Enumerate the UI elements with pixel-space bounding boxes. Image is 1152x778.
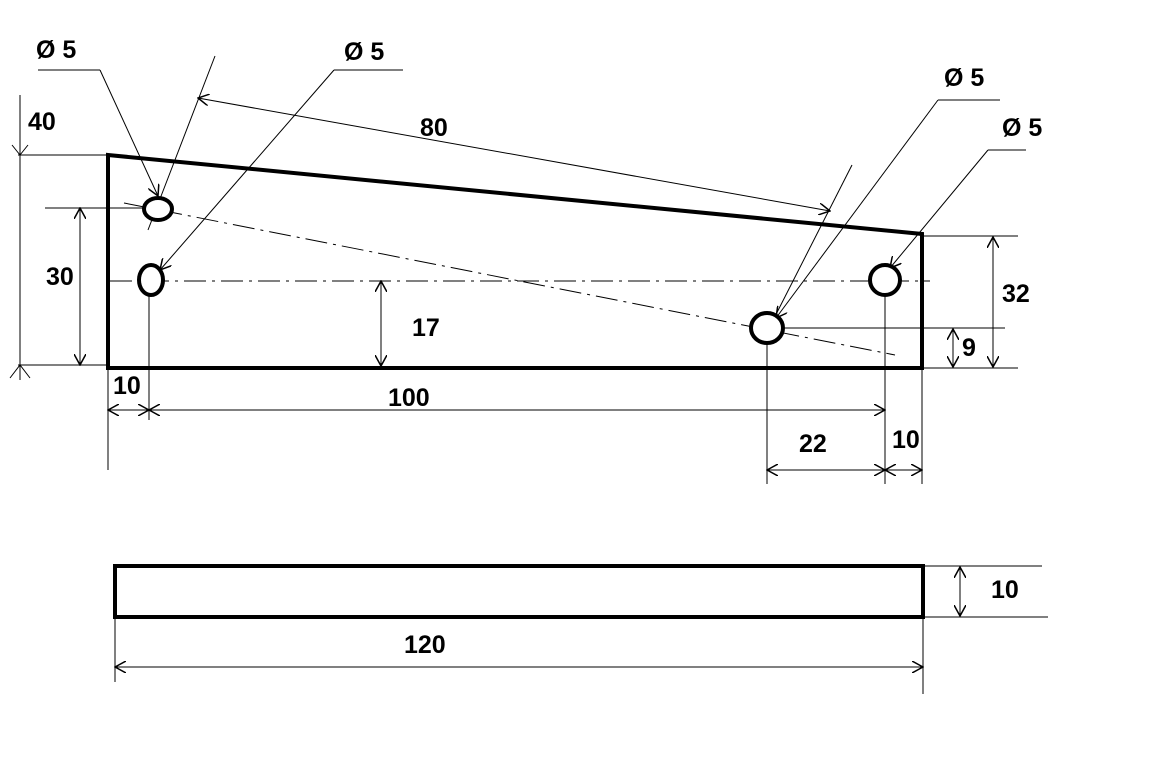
leader-hole2-diag [160, 69, 335, 270]
dim-label-22: 22 [799, 430, 827, 458]
hole-1 [142, 196, 174, 222]
dim-label-120: 120 [404, 631, 446, 659]
dim-label-thickness: 10 [991, 576, 1019, 604]
hole4-callout: Ø 5 [944, 64, 984, 92]
dim-label-100: 100 [388, 384, 430, 412]
side-view: 10 120 [113, 564, 1048, 694]
hole-3 [868, 263, 902, 297]
hole1-callout: Ø 5 [36, 36, 76, 64]
dim-label-40: 40 [28, 108, 56, 136]
hole-4 [749, 311, 785, 345]
part-outline [106, 152, 924, 370]
dim-label-9: 9 [962, 334, 976, 362]
hole3-callout: Ø 5 [1002, 114, 1042, 142]
hole-2 [137, 263, 165, 297]
dim-label-30: 30 [46, 263, 74, 291]
top-view: Ø 5 Ø 5 Ø 5 Ø 5 40 30 80 32 17 9 10 100 … [9, 36, 1042, 484]
dim-label-32: 32 [1002, 280, 1030, 308]
side-view-outline [113, 564, 925, 619]
dim-label-17: 17 [412, 314, 440, 342]
dim-40-arrow-top [11, 144, 29, 156]
leader-hole4-diag [776, 99, 939, 318]
leader-hole3-diag [890, 149, 989, 268]
dim-label-10-right: 10 [892, 426, 920, 454]
hole2-callout: Ø 5 [344, 38, 384, 66]
center-line-diagonal [123, 202, 896, 356]
dim-40-arrow-bottom [9, 364, 31, 379]
leader-hole1-diag [99, 69, 158, 196]
dim-label-80: 80 [420, 114, 448, 142]
dim-line-80 [198, 98, 830, 211]
dim-label-10-left: 10 [113, 372, 141, 400]
